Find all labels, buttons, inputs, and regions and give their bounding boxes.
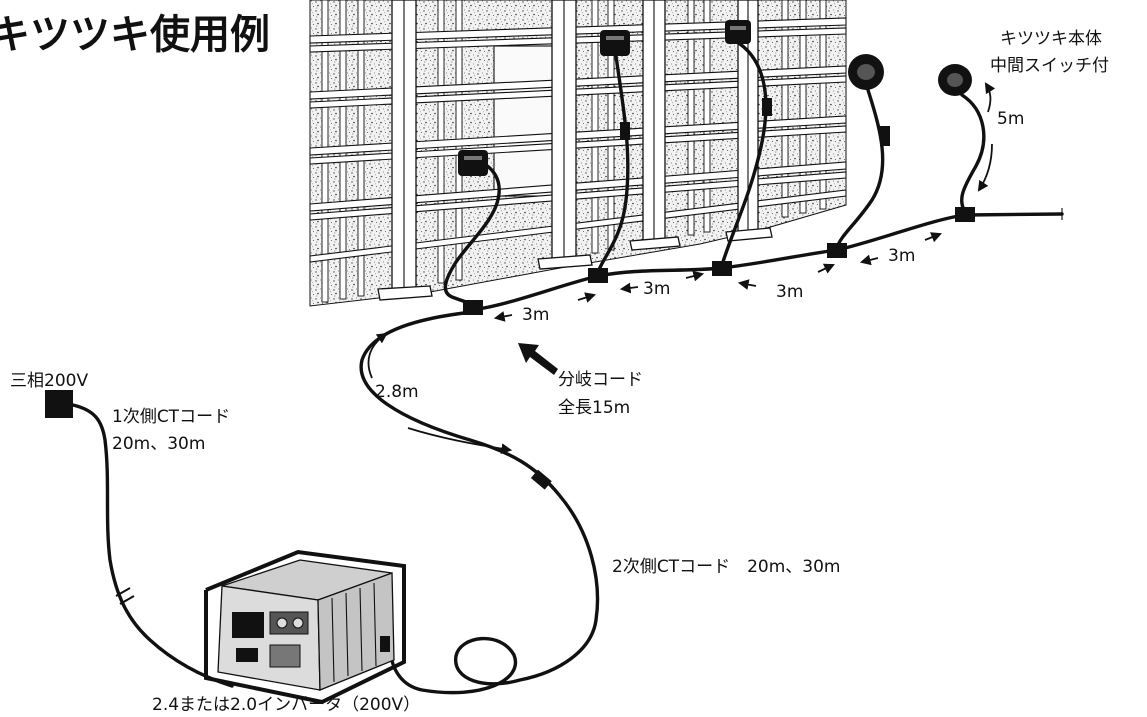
stud [781,0,789,218]
arrow-right [685,270,705,282]
vibrator-units [458,20,972,176]
outlet-socket [276,617,288,629]
spacing-label: 3m [888,246,915,266]
vibrator-unit [725,20,751,44]
vibrator-face [947,73,963,87]
post-base-plate [377,285,433,301]
inverter-label: 2.4または2.0インバータ（200V） [152,695,420,715]
device-cord [960,93,986,214]
arrow-right [924,232,943,243]
arrow-left [859,254,879,266]
vibrator-unit [458,150,488,176]
post-base-plate [629,236,681,251]
control-switch [236,648,258,662]
arrow-left [493,311,513,322]
arrow-left [619,282,639,294]
stud [591,0,599,254]
waler [309,115,847,156]
lead-length-label: 2.8m [375,382,419,402]
outlet-socket [292,617,304,629]
arrow-right [407,427,513,454]
branch-connector [955,207,975,222]
control-panel [232,612,264,638]
branch-pointer-arrow [518,343,558,375]
cord-splice [530,469,552,490]
cord-joint [119,595,135,605]
device-cord [443,163,501,306]
primary-ct-cord [45,390,234,688]
stud [687,0,695,236]
cooling-fin [373,582,377,667]
cooling-fin [331,597,335,683]
branch-connector [827,243,847,258]
waler [309,27,847,53]
labels: キツツキ本体 中間スイッチ付 5m 3m 3m 3m 3m 2.8m 分岐コード… [10,29,1109,715]
formwork-wall [309,0,847,307]
wall-walers [309,17,847,263]
spacing-label: 3m [776,282,803,302]
device-name-label: キツツキ本体 [1000,29,1102,49]
generator-frame [204,549,406,705]
post-base-plate [725,227,773,242]
stud [703,0,711,233]
waler [309,75,847,109]
waler [309,125,847,165]
branch-length-label: 全長15m [558,398,630,418]
device-cord [720,42,768,267]
arrow-right [817,263,835,274]
arrow-up [367,332,388,379]
inverter-generator [204,549,406,705]
device-cords [443,42,986,306]
inline-switch [880,126,890,146]
wall-opening [493,45,559,197]
secondary-cord-line [359,310,600,695]
waler [309,161,847,212]
vibrator-clamp [606,36,624,40]
stud [799,0,807,214]
spacing-label: 3m [643,279,670,299]
power-source-box [45,390,73,418]
primary-cord-length-label: 20m、30m [112,434,205,454]
page-title: キツツキ使用例 [0,12,270,58]
vibrator-face [857,64,875,80]
waler [309,65,847,100]
arrow-down [977,143,993,192]
arrow-left [737,279,757,290]
post-base-plate [537,254,593,270]
power-source-label: 三相200V [10,371,88,391]
cooling-fin [359,587,363,672]
branch-cord-label: 分岐コード [558,370,643,390]
cooling-fin [345,592,349,677]
primary-cord-label: 1次側CTコード [112,407,230,427]
device-cord [596,54,630,274]
secondary-cord-label: 2次側CTコード 20m、30m [612,557,840,577]
waler [309,171,847,221]
branch-cord [463,207,1064,315]
generator-port [380,636,390,652]
waler [309,17,847,44]
dimension-arrows [367,82,996,454]
vibrator-unit [600,30,630,56]
device-cord [835,88,885,250]
cord-joint [115,587,131,597]
device-cord-length-label: 5m [997,109,1024,129]
primary-cord-line [71,403,234,688]
arrow-right [577,292,597,303]
device-note-label: 中間スイッチ付 [990,56,1109,76]
stud [819,0,827,210]
outlet-panel [269,611,309,635]
vibrator-clamp [464,156,482,160]
waler [309,189,847,263]
vibrator-clamp [730,26,746,30]
inline-switch [620,122,630,140]
inline-switch [762,98,772,116]
branch-connector [588,268,608,283]
spacing-label: 3m [522,305,549,325]
branch-connector [712,261,732,276]
arrow-up [984,82,996,113]
secondary-ct-cord [359,310,600,695]
fuel-cap [269,644,301,668]
